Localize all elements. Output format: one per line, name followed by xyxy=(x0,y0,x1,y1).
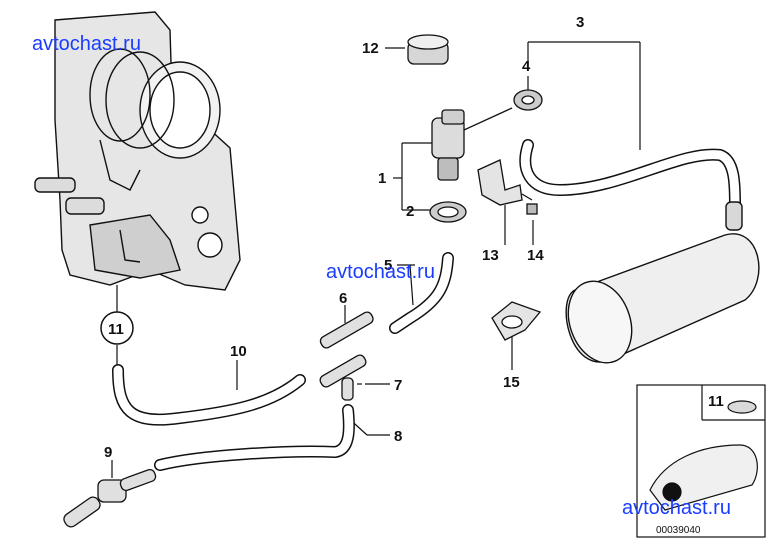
callout-2: 2 xyxy=(406,203,414,220)
hoses xyxy=(112,139,741,471)
callout-11-inset: 11 xyxy=(708,393,724,410)
hose-clamp xyxy=(491,301,542,341)
callout-15: 15 xyxy=(503,374,520,391)
inset-box xyxy=(636,384,766,538)
callout-5: 5 xyxy=(384,257,392,274)
callout-7: 7 xyxy=(394,377,402,394)
throttle-body xyxy=(34,11,241,291)
watermark-center: avtochast.ru xyxy=(326,261,435,283)
callout-8: 8 xyxy=(394,428,402,445)
bracket xyxy=(477,159,523,206)
cap-part xyxy=(407,34,449,65)
callout-1: 1 xyxy=(378,170,386,187)
watermark-bottom-right: avtochast.ru xyxy=(622,497,731,519)
callout-4: 4 xyxy=(522,58,531,75)
callout-circle-11 xyxy=(100,311,134,345)
callout-3: 3 xyxy=(576,14,584,31)
callout-9: 9 xyxy=(104,444,112,461)
fittings xyxy=(63,89,543,528)
callout-6: 6 xyxy=(339,290,347,307)
callout-14: 14 xyxy=(527,247,544,264)
callout-10: 10 xyxy=(230,343,247,360)
purge-valve xyxy=(431,107,513,181)
canister xyxy=(565,201,760,364)
callout-11-circle: 11 xyxy=(108,321,124,338)
callout-12: 12 xyxy=(362,40,379,57)
document-number: 00039040 xyxy=(656,525,701,536)
callout-13: 13 xyxy=(482,247,499,264)
watermark-top-left: avtochast.ru xyxy=(32,33,141,55)
